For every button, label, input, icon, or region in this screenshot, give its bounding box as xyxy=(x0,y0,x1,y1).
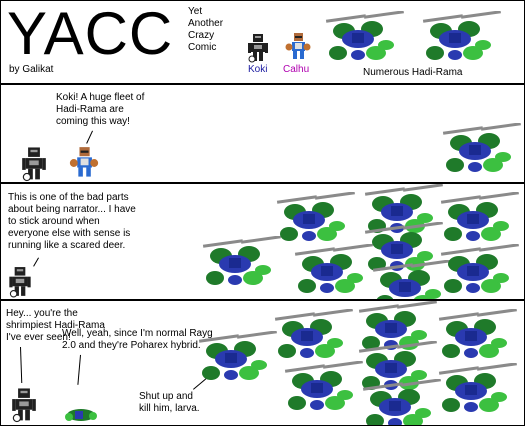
speech-tail xyxy=(33,257,39,267)
hadi-rama-sprite xyxy=(202,236,281,285)
speech-tail xyxy=(20,347,23,384)
hadi-rama-sprite xyxy=(422,11,501,61)
hadi-rama-sprite xyxy=(362,379,441,425)
hadi-rama-sprite xyxy=(442,123,521,172)
panel-1: Koki! A huge fleet of Hadi-Rama are comi… xyxy=(0,84,525,183)
byline: by Galikat xyxy=(9,64,54,75)
speech-tail xyxy=(86,130,93,144)
hadi-rama-sprite xyxy=(325,11,404,61)
dialogue-narrator: This is one of the bad parts about being… xyxy=(8,192,136,251)
panel-2: This is one of the bad parts about being… xyxy=(0,183,525,300)
title-panel: YACC Yet Another Crazy Comic by Galikat … xyxy=(0,0,525,84)
speech-tail xyxy=(77,354,81,385)
hadi-rama-sprite xyxy=(438,363,517,412)
cast-hadi-rama: Numerous Hadi-Rama xyxy=(363,67,463,78)
koki-sprite xyxy=(11,387,37,423)
calhu-sprite xyxy=(69,147,99,177)
hadi-rama-sprite xyxy=(284,361,363,410)
narrator-sprite xyxy=(8,266,32,298)
comic-subtitle: Yet Another Crazy Comic xyxy=(188,6,224,53)
dialogue-hadi-rama: Shut up and kill him, larva. xyxy=(139,391,200,414)
hadi-rama-sprite xyxy=(440,244,519,293)
hadi-rama-sprite xyxy=(276,192,355,241)
dialogue-small-rayg: Well, yeah, since I'm normal Rayg 2.0 an… xyxy=(62,328,213,351)
small-rayg-sprite xyxy=(65,409,97,421)
calhu-sprite xyxy=(285,33,311,59)
hadi-rama-sprite xyxy=(274,309,353,358)
koki-sprite xyxy=(248,34,268,63)
hadi-rama-sprite xyxy=(440,192,519,241)
cast-calhu: Calhu xyxy=(283,64,310,75)
dialogue-koki: Hey... you're the shrimpiest Hadi-Rama I… xyxy=(6,308,105,343)
comic-title: YACC xyxy=(7,0,174,67)
hadi-rama-sprite xyxy=(438,309,517,358)
cast-koki: Koki xyxy=(248,64,268,75)
koki-sprite xyxy=(21,146,47,182)
panel-3: Hey... you're the shrimpiest Hadi-Rama I… xyxy=(0,300,525,426)
dialogue-calhu: Koki! A huge fleet of Hadi-Rama are comi… xyxy=(56,92,145,127)
hadi-rama-sprite xyxy=(198,331,277,380)
